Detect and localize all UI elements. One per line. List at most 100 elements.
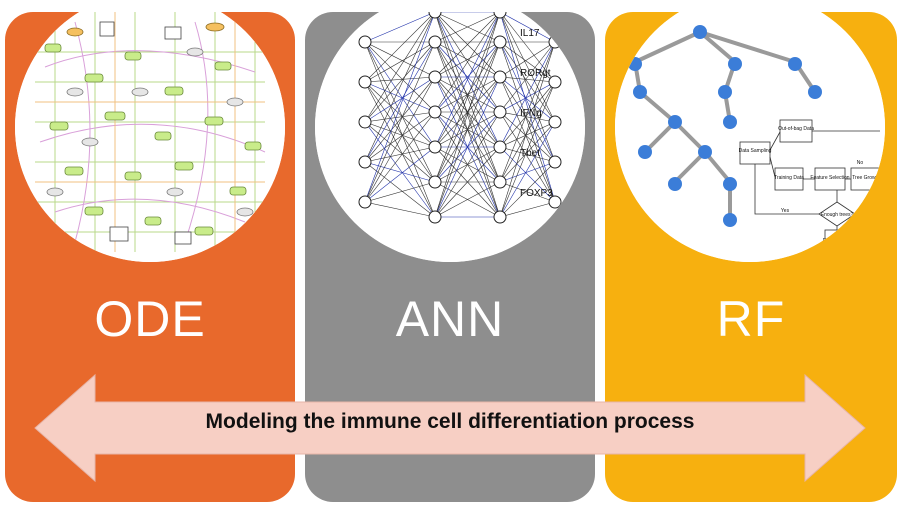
ann-node — [358, 195, 372, 209]
ann-edge — [364, 12, 436, 83]
ann-edge — [499, 41, 556, 148]
ann-edge — [364, 12, 436, 43]
ann-edge — [364, 161, 436, 183]
ann-edge — [499, 146, 556, 203]
ann-edge — [499, 41, 556, 218]
ann-edge — [434, 12, 501, 43]
rf-flow-yes: Yes — [781, 208, 790, 214]
ann-edge — [499, 201, 556, 218]
ann-edge — [364, 121, 436, 148]
ann-node — [548, 115, 562, 129]
double-arrow-shape — [34, 373, 866, 483]
ann-edge — [499, 81, 556, 183]
ann-edge — [499, 111, 556, 123]
ann-edge — [364, 81, 436, 148]
ann-node — [428, 210, 442, 224]
ann-output-label: IFNg — [520, 108, 542, 119]
ann-edge — [499, 41, 556, 203]
ann-edge — [364, 81, 436, 113]
ann-node — [493, 105, 507, 119]
rf-flow-enough: Enough trees? — [821, 212, 854, 218]
ann-edge — [364, 12, 436, 163]
ann-output-label: FOXP3 — [520, 188, 553, 199]
ann-edge — [434, 181, 501, 218]
ann-edge — [364, 12, 436, 123]
ann-node — [358, 75, 372, 89]
ann-edge — [434, 76, 501, 218]
ann-output-label: RORgt — [520, 68, 551, 79]
rf-flow-tree: Tree Growth — [852, 175, 880, 181]
ann-edge — [499, 12, 556, 163]
ann-node — [548, 35, 562, 49]
ann-edge — [364, 81, 436, 218]
ann-edge — [434, 12, 501, 148]
ann-edge — [364, 41, 436, 123]
ann-edge — [364, 41, 436, 113]
ann-edge — [434, 12, 501, 218]
ode-network-illustration — [15, 12, 285, 262]
ann-edge — [364, 76, 436, 203]
ann-edge — [499, 161, 556, 183]
ann-edge — [499, 76, 556, 163]
ann-edge — [499, 76, 556, 123]
rf-tree-svg: Data Sampling Out-of-bag Data Training D… — [615, 12, 885, 262]
ann-edge — [434, 41, 501, 113]
ann-output-label: Tbet — [520, 148, 540, 159]
rf-flow-out-of-bag: Out-of-bag Data — [778, 126, 814, 132]
ann-edge — [364, 12, 436, 203]
ann-edge — [434, 41, 501, 148]
ann-edge — [364, 81, 436, 183]
ann-edge — [499, 12, 556, 43]
ann-edge — [434, 146, 501, 218]
ann-edge — [364, 41, 436, 148]
ann-edge — [499, 111, 556, 163]
ann-edge — [499, 41, 556, 83]
ann-edge — [364, 111, 436, 203]
ann-edge — [499, 41, 556, 78]
ann-edge — [434, 41, 501, 218]
ann-edge — [434, 111, 501, 218]
ann-node — [358, 35, 372, 49]
tree-node-icons — [628, 25, 822, 227]
ann-edge — [499, 81, 556, 218]
ann-edge — [499, 121, 556, 148]
ann-edge — [364, 121, 436, 218]
ann-edge — [499, 76, 556, 83]
ann-edge — [364, 111, 436, 123]
ann-edge — [434, 12, 501, 78]
diagram-caption: Modeling the immune cell differentiation… — [205, 410, 695, 433]
ann-node — [493, 70, 507, 84]
ann-edge — [499, 41, 556, 183]
ann-edge — [364, 41, 436, 78]
ann-edge — [499, 81, 556, 113]
rf-flow-training: Training Data — [774, 175, 804, 181]
ann-label: ANN — [395, 291, 505, 347]
ann-node — [548, 195, 562, 209]
ann-node — [548, 155, 562, 169]
ann-node — [493, 35, 507, 49]
ann-edge — [364, 41, 436, 203]
ann-node — [493, 175, 507, 189]
rf-label: RF — [716, 291, 786, 347]
ann-edge — [499, 12, 556, 203]
ann-edge — [364, 201, 436, 218]
ann-node — [548, 75, 562, 89]
ann-edge — [499, 121, 556, 218]
ann-edge — [499, 76, 556, 203]
ann-edge — [364, 146, 436, 203]
ann-node — [428, 35, 442, 49]
ann-node — [493, 210, 507, 224]
ann-edge — [364, 41, 436, 83]
ann-edge — [499, 41, 556, 123]
ann-node — [428, 140, 442, 154]
ann-output-label: IL17 — [520, 28, 540, 39]
ann-edge — [364, 146, 436, 163]
ann-node — [358, 155, 372, 169]
rf-flow-no: No — [857, 160, 864, 166]
ann-edge — [364, 76, 436, 123]
ann-edge — [499, 81, 556, 148]
double-arrow-icon — [34, 373, 866, 483]
rf-flow-data-sampling: Data Sampling — [739, 148, 772, 154]
ann-node — [358, 115, 372, 129]
